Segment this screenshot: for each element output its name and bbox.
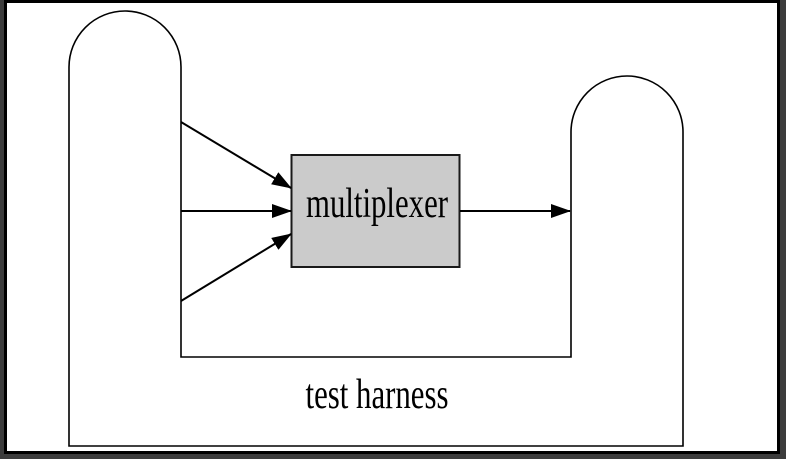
test-harness-label: test harness (306, 372, 449, 418)
multiplexer-label: multiplexer (306, 181, 448, 227)
test-harness-outline (68, 10, 684, 447)
multiplexer-box (290, 154, 461, 268)
input-arrow-bottom (180, 233, 292, 302)
input-arrow-top (180, 121, 292, 189)
